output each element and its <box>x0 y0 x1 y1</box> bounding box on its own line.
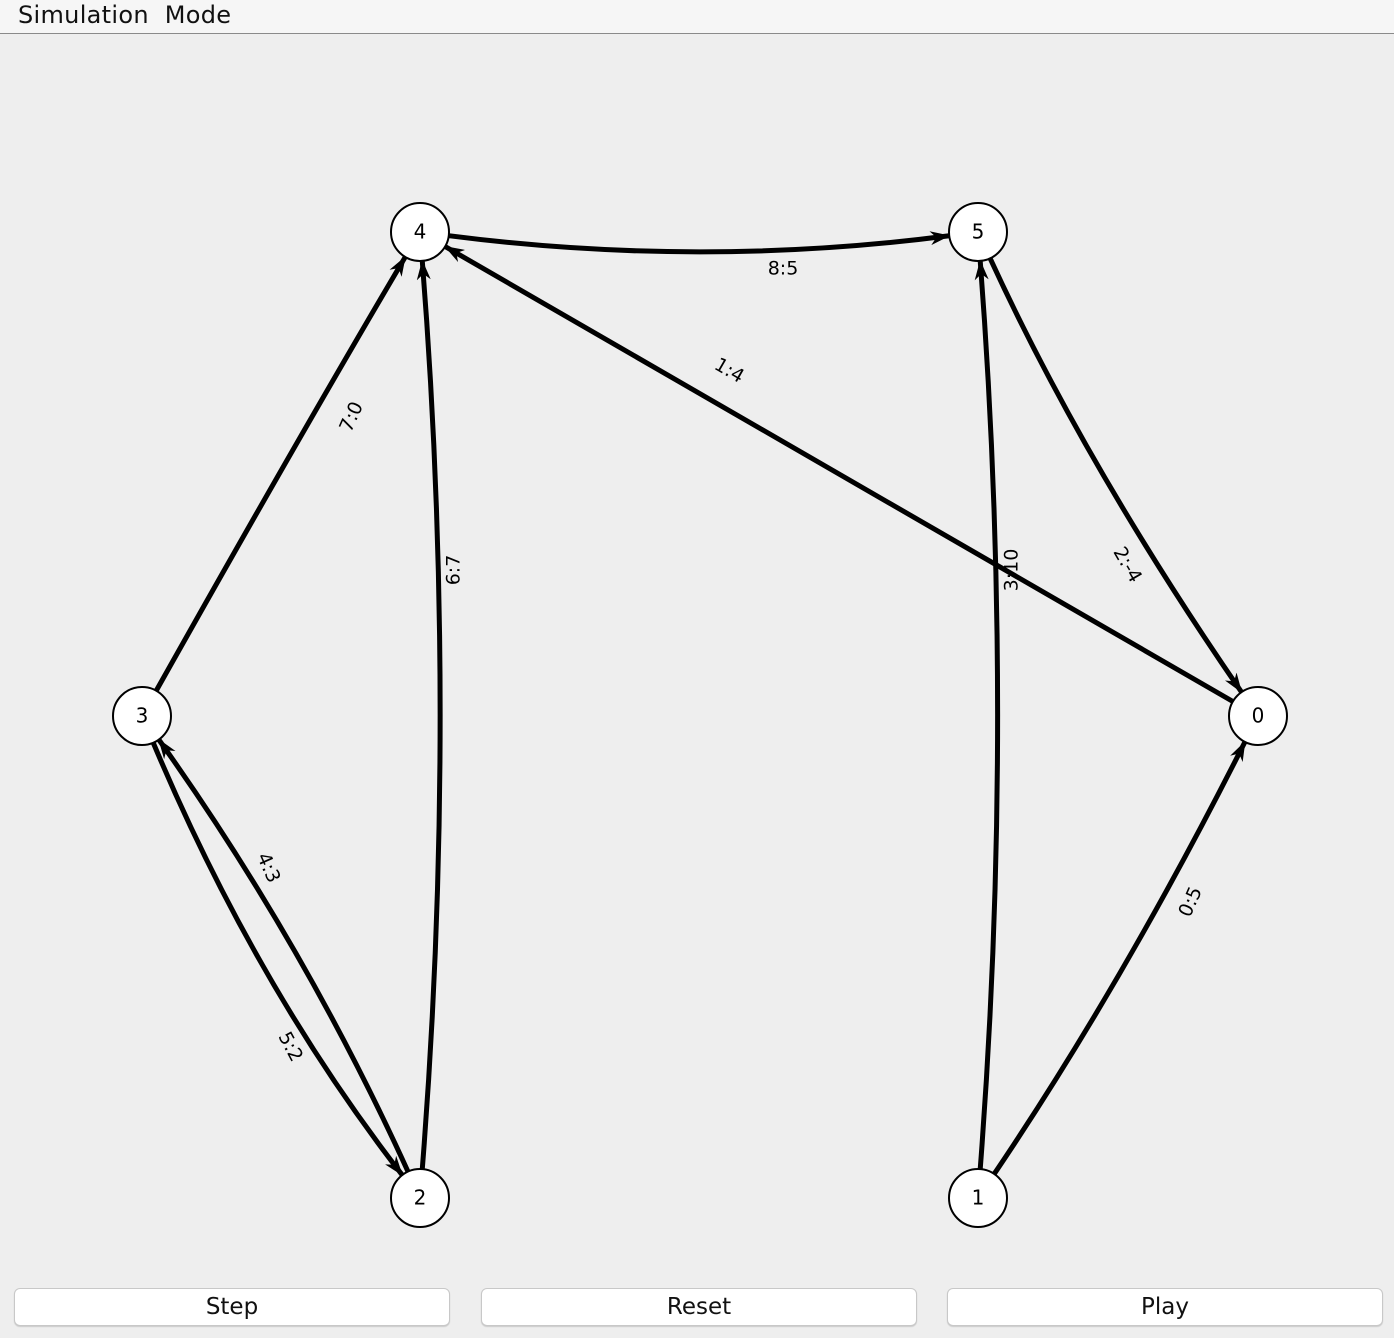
edge-label-1-to-5: 3:10 <box>1001 549 1023 592</box>
edge-label-1-to-0: 0:5 <box>1174 883 1207 920</box>
window-title: Simulation Mode <box>18 1 232 29</box>
step-button[interactable]: Step <box>14 1288 450 1326</box>
node-1[interactable]: 1 <box>948 1168 1008 1228</box>
edge-3-to-4 <box>154 255 408 692</box>
node-3[interactable]: 3 <box>112 686 172 746</box>
node-3-label: 3 <box>136 704 149 728</box>
node-5-label: 5 <box>972 220 985 244</box>
node-0-label: 0 <box>1252 704 1265 728</box>
control-bar: Step Reset Play <box>0 1286 1394 1330</box>
edge-4-to-5 <box>448 231 951 255</box>
node-1-circle[interactable] <box>948 1168 1008 1228</box>
edge-2-to-3 <box>156 738 411 1173</box>
edge-1-to-5 <box>974 259 1001 1170</box>
play-button[interactable]: Play <box>947 1288 1383 1326</box>
node-1-label: 1 <box>972 1186 985 1210</box>
node-5-circle[interactable] <box>948 202 1008 262</box>
edge-label-4-to-5: 8:5 <box>768 258 799 280</box>
node-4[interactable]: 4 <box>390 202 450 262</box>
node-0-circle[interactable] <box>1228 686 1288 746</box>
edges-layer <box>150 231 1248 1177</box>
edge-2-to-4 <box>416 259 443 1170</box>
node-4-label: 4 <box>414 220 427 244</box>
edge-label-2-to-4: 6:7 <box>443 555 465 586</box>
edge-3-to-2 <box>150 741 405 1177</box>
node-2[interactable]: 2 <box>390 1168 450 1228</box>
node-3-circle[interactable] <box>112 686 172 746</box>
node-0[interactable]: 0 <box>1228 686 1288 746</box>
node-2-circle[interactable] <box>390 1168 450 1228</box>
nodes-layer: 0 1 2 3 4 5 <box>112 202 1288 1228</box>
edge-label-0-to-4: 1:4 <box>711 353 748 387</box>
node-5[interactable]: 5 <box>948 202 1008 262</box>
title-bar: Simulation Mode <box>0 0 1394 34</box>
reset-button[interactable]: Reset <box>481 1288 917 1326</box>
edge-label-2-to-3: 4:3 <box>252 849 285 886</box>
node-2-label: 2 <box>414 1186 427 1210</box>
edge-label-3-to-4: 7:0 <box>335 398 368 435</box>
node-4-circle[interactable] <box>390 202 450 262</box>
edge-label-5-to-0: 2:-4 <box>1109 543 1147 586</box>
edge-5-to-0 <box>987 257 1244 694</box>
edge-1-to-0 <box>992 740 1248 1176</box>
edge-0-to-4 <box>443 244 1235 704</box>
